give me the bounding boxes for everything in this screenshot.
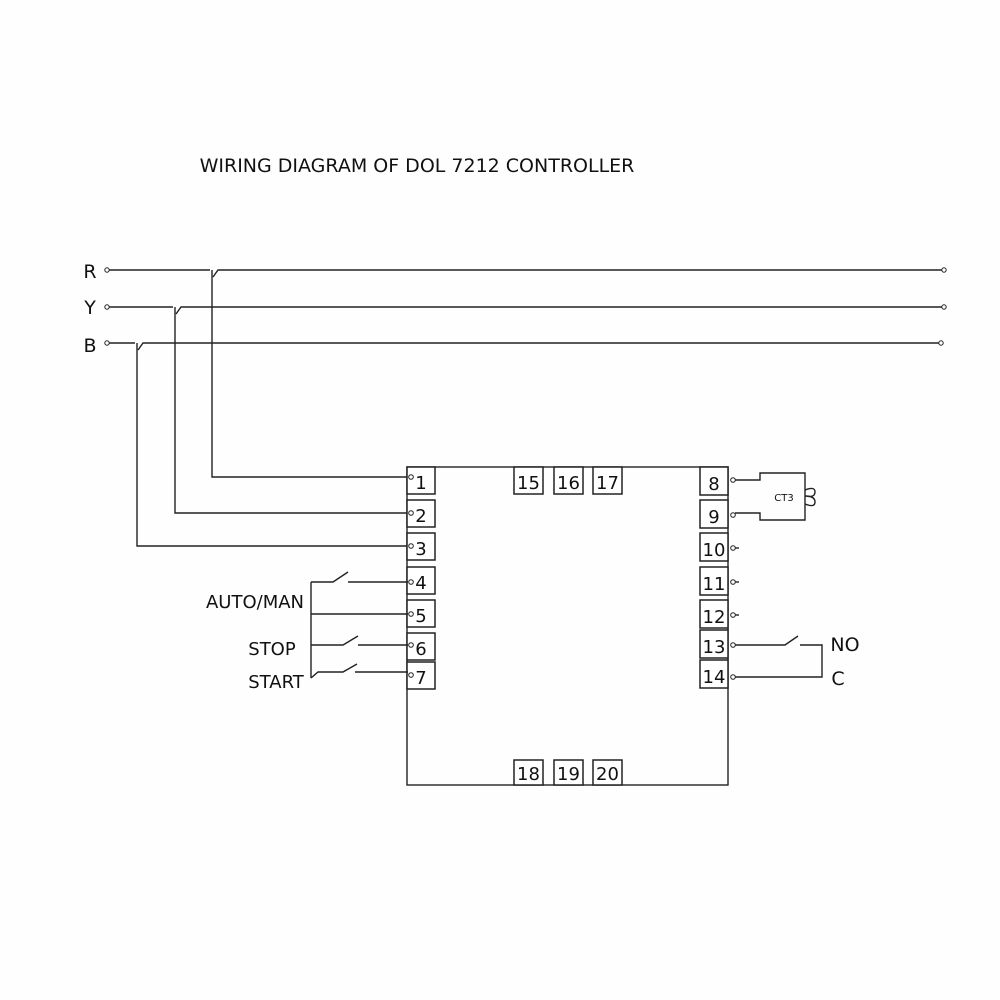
relay-contact: NO C [735,634,860,690]
terminal-pin: 10 [699,532,736,562]
control-switches [310,571,408,679]
terminal-pin: 15 [513,466,544,495]
terminal-point [730,612,736,618]
pin-number: 17 [596,473,619,494]
terminal-point [730,477,736,483]
pin-number: 11 [703,574,726,595]
pin-number: 4 [415,573,426,594]
terminal-pin: 8 [699,466,736,496]
pin-number: 13 [703,637,726,658]
phase-label-r: R [83,261,96,283]
pin-number: 8 [708,474,719,495]
phase-label-y: Y [83,297,96,319]
terminal-point [730,579,736,585]
pin-number: 7 [415,668,426,689]
pin-number: 6 [415,639,426,660]
terminal-pin: 5 [406,599,436,628]
terminal-pin: 3 [406,532,436,561]
terminal-point [730,512,736,518]
c-label: C [831,668,844,690]
terminal-pin: 4 [406,566,436,595]
terminal-pin: 17 [592,466,623,495]
ct3-label: CT3 [774,493,793,504]
pin-number: 18 [517,764,540,785]
terminal-pin: 19 [553,759,584,786]
start-label: START [248,672,305,693]
no-label: NO [830,634,859,656]
terminal-point [730,674,736,680]
pin-number: 3 [415,539,426,560]
pin-number: 9 [708,507,719,528]
terminal-point [408,474,414,480]
terminal-point [408,543,414,549]
terminal-pin: 7 [406,661,436,690]
terminal-pin: 9 [699,499,736,529]
phase-line-b [104,340,944,547]
stop-label: STOP [248,639,296,660]
pin-number: 10 [703,540,726,561]
pin-number: 1 [415,473,426,494]
terminal-pin: 2 [406,499,436,528]
terminal-pin: 11 [699,566,736,596]
terminal-pin: 12 [699,599,736,629]
terminal-point [408,611,414,617]
terminal-pin: 1 [406,466,436,495]
pin-number: 19 [557,764,580,785]
terminal-pin: 14 [699,659,736,689]
terminal-pin: 16 [553,466,584,495]
controller-box [406,466,729,786]
auto-man-label: AUTO/MAN [206,592,304,613]
terminal-pin: 6 [406,632,436,661]
terminal-point [730,545,736,551]
terminal-point [408,642,414,648]
current-transformer-ct3: CT3 [735,472,816,521]
phase-label-b: B [83,335,96,357]
pin-number: 12 [703,607,726,628]
terminal-point [408,510,414,516]
pin-number: 15 [517,473,540,494]
terminal-point [730,642,736,648]
phase-line-r [104,267,947,478]
terminal-point [408,672,414,678]
terminal-pin: 18 [513,759,544,786]
pin-number: 20 [596,764,619,785]
terminal-point [408,579,414,585]
terminal-pin: 13 [699,629,736,659]
phase-line-y [104,304,947,514]
terminal-pin: 20 [592,759,623,786]
pin-number: 16 [557,473,580,494]
pin-number: 2 [415,506,426,527]
pin-number: 5 [415,606,426,627]
diagram-title: WIRING DIAGRAM OF DOL 7212 CONTROLLER [200,155,635,177]
pin-number: 14 [703,667,726,688]
